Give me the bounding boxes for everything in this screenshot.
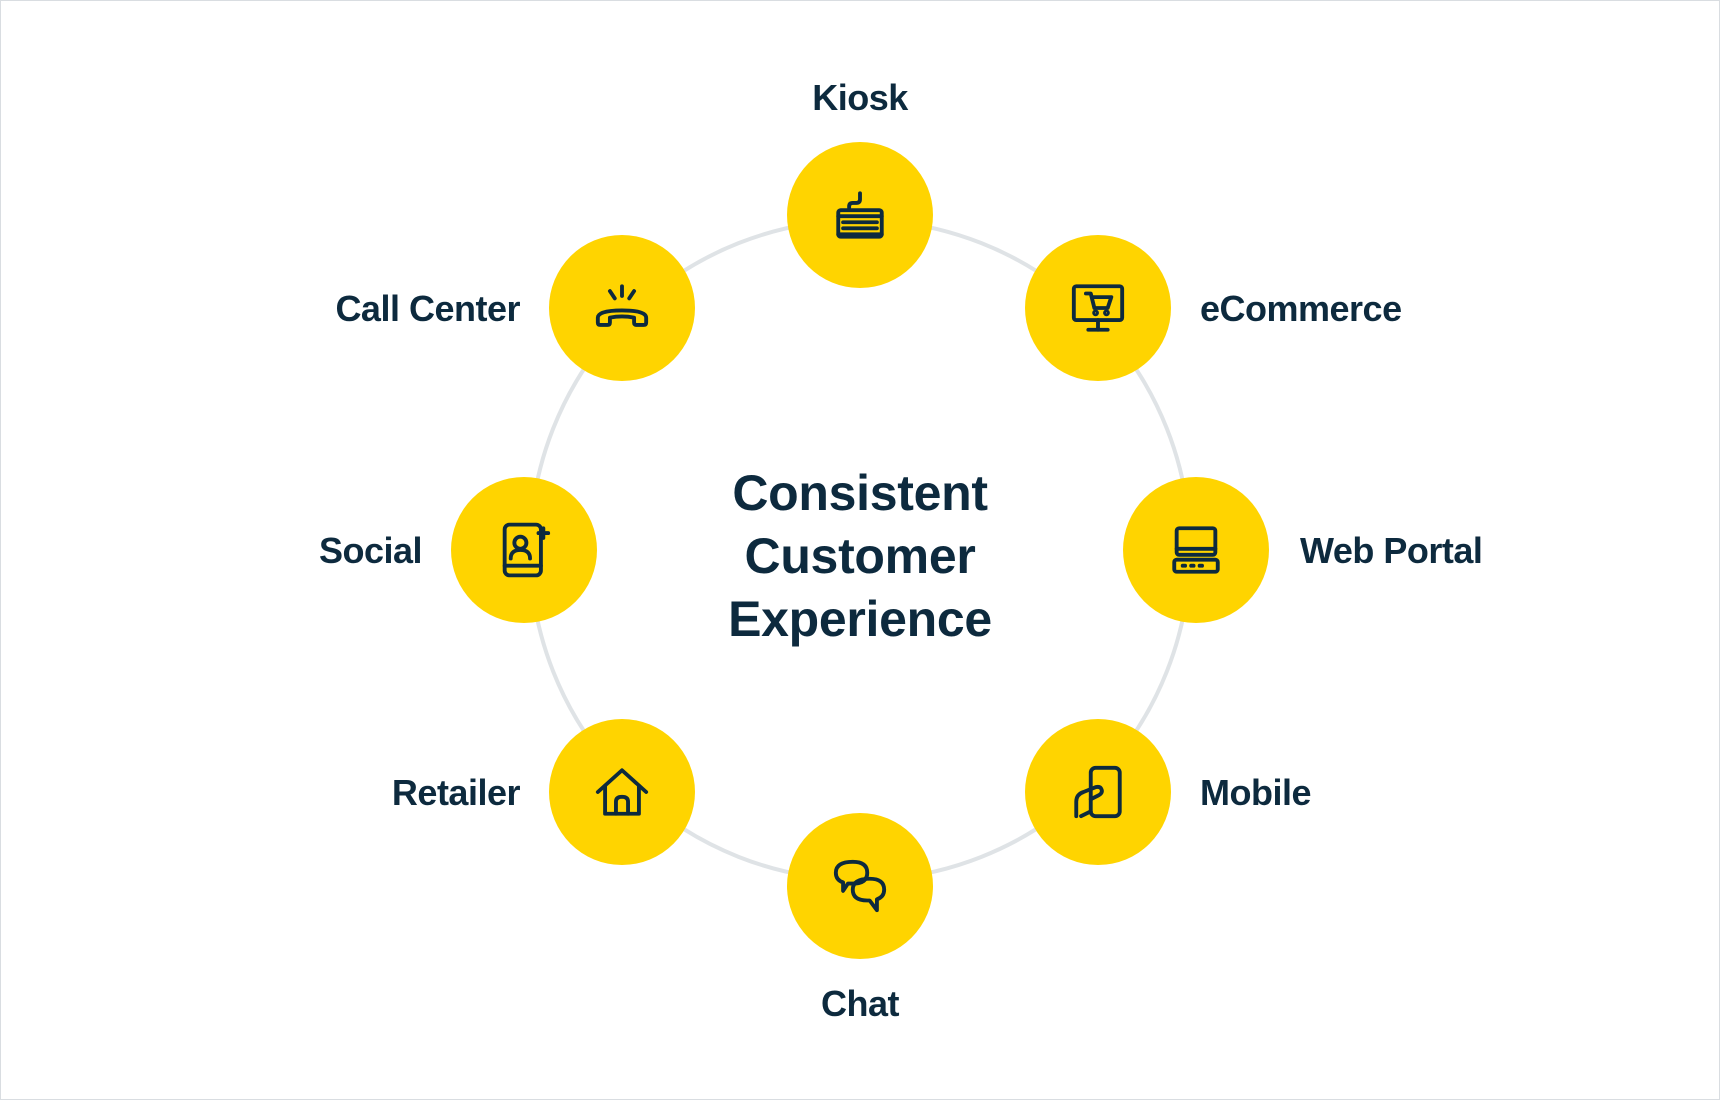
ecommerce-node [1025, 235, 1171, 381]
social-node [451, 477, 597, 623]
center-title: Consistent Customer Experience [728, 462, 992, 651]
social-label: Social [318, 530, 423, 571]
ecommerce-cart-icon [1071, 284, 1125, 332]
mobile-label: Mobile [1200, 772, 1312, 813]
kiosk-node [787, 142, 933, 288]
call-center-node [549, 235, 695, 381]
house-icon [595, 768, 649, 816]
mobile-phone-icon [1074, 765, 1122, 819]
call-center-label: Call Center [335, 288, 520, 329]
kiosk-label: Kiosk [812, 77, 908, 118]
web-portal-computer-icon [1172, 526, 1220, 574]
retailer-label: Retailer [391, 772, 521, 813]
chat-node [787, 813, 933, 959]
center-title-line-3: Experience [728, 591, 992, 647]
ecommerce-label: eCommerce [1200, 288, 1402, 329]
chat-bubbles-icon [833, 859, 887, 913]
ringing-phone-icon [595, 284, 649, 327]
center-title-line-2: Customer [744, 528, 976, 584]
web-portal-label: Web Portal [1300, 530, 1483, 571]
mobile-node [1025, 719, 1171, 865]
kiosk-icon [836, 191, 884, 239]
retailer-node [549, 719, 695, 865]
social-profile-icon [502, 522, 551, 578]
chat-label: Chat [821, 983, 900, 1024]
web-portal-node [1123, 477, 1269, 623]
center-title-line-1: Consistent [732, 465, 988, 521]
